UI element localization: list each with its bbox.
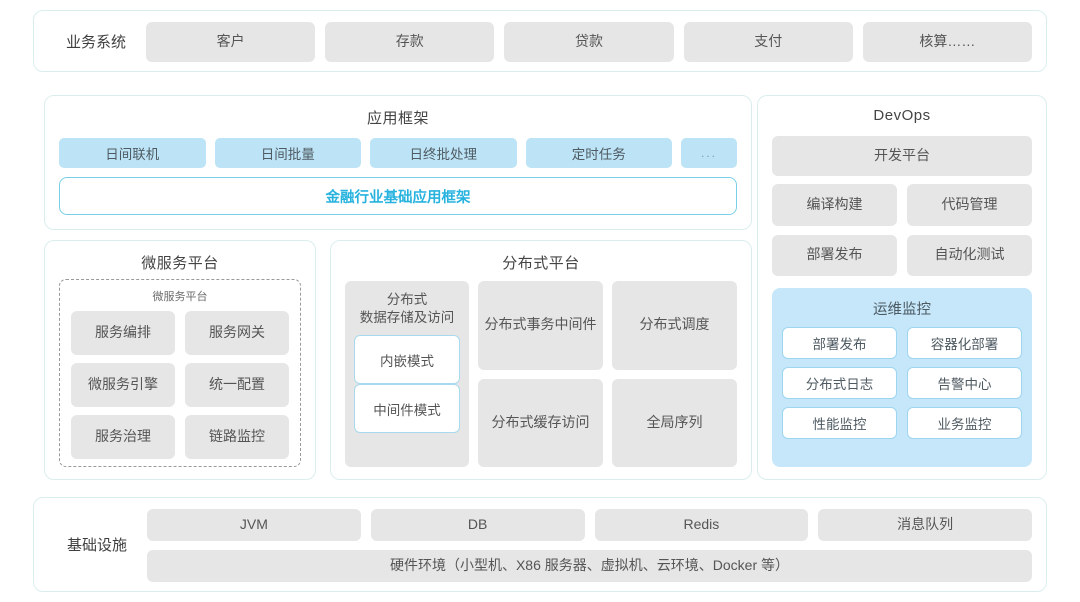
application-framework-tag-list: 日间联机 日间批量 日终批处理 定时任务 ... [59, 138, 737, 168]
infrastructure-chip-list: JVM DB Redis 消息队列 [147, 509, 1032, 541]
business-chip-loan[interactable]: 贷款 [504, 22, 674, 62]
business-systems-card: 业务系统 客户 存款 贷款 支付 核算…… [33, 10, 1047, 72]
infra-chip-jvm[interactable]: JVM [147, 509, 361, 541]
infrastructure-content: JVM DB Redis 消息队列 硬件环境（小型机、X86 服务器、虚拟机、云… [147, 509, 1032, 582]
ops-item-distributed-log[interactable]: 分布式日志 [782, 367, 897, 399]
devops-item-deploy-release[interactable]: 部署发布 [772, 234, 897, 276]
distributed-platform-body: 分布式 数据存储及访问 内嵌模式 中间件模式 分布式 事务中间件 分布式调度 分… [345, 281, 737, 467]
application-framework-title: 应用框架 [366, 110, 429, 127]
dp-cell-transaction-middleware[interactable]: 分布式 事务中间件 [478, 281, 603, 370]
ms-item-orchestration[interactable]: 服务编排 [71, 311, 175, 355]
business-chip-accounting[interactable]: 核算…… [862, 22, 1033, 62]
dp-cell-scheduling[interactable]: 分布式调度 [612, 281, 737, 370]
business-chip-deposit[interactable]: 存款 [325, 22, 495, 62]
app-tag-daytime-batch[interactable]: 日间批量 [214, 138, 361, 168]
distributed-platform-card: 分布式平台 分布式 数据存储及访问 内嵌模式 中间件模式 分布式 事务中间件 分… [330, 240, 752, 480]
microservice-platform-title: 微服务平台 [141, 255, 219, 272]
distributed-mode-middleware[interactable]: 中间件模式 [354, 384, 460, 434]
ms-item-engine[interactable]: 微服务引擎 [71, 363, 175, 407]
distributed-mode-embedded[interactable]: 内嵌模式 [354, 335, 460, 385]
infra-chip-redis[interactable]: Redis [594, 509, 809, 541]
devops-title: DevOps [873, 107, 931, 124]
infra-chip-message-queue[interactable]: 消息队列 [818, 509, 1032, 541]
distributed-platform-title: 分布式平台 [502, 255, 580, 272]
app-tag-more[interactable]: ... [681, 138, 737, 168]
ops-item-alert-center[interactable]: 告警中心 [907, 367, 1022, 399]
dp-cell-cache-access[interactable]: 分布式 缓存访问 [478, 378, 603, 467]
ops-monitoring-title: 运维监控 [873, 302, 931, 318]
infrastructure-hardware-bar[interactable]: 硬件环境（小型机、X86 服务器、虚拟机、云环境、Docker 等） [147, 550, 1032, 582]
ops-item-container-deploy[interactable]: 容器化部署 [907, 327, 1022, 359]
business-systems-label: 业务系统 [65, 33, 126, 51]
dp-cell-0-line2: 事务中间件 [526, 316, 597, 333]
microservice-platform-card: 微服务平台 微服务平台 服务编排 服务网关 微服务引擎 统一配置 服务治理 链路… [44, 240, 316, 480]
devops-item-build[interactable]: 编译构建 [772, 184, 897, 226]
microservice-inner-subtitle: 微服务平台 [152, 291, 208, 303]
infra-chip-db[interactable]: DB [370, 509, 585, 541]
microservice-inner-dashed-box: 微服务平台 服务编排 服务网关 微服务引擎 统一配置 服务治理 链路监控 [59, 279, 301, 467]
distributed-storage-label-line2: 数据存储及访问 [359, 309, 455, 325]
business-chip-customer[interactable]: 客户 [146, 22, 316, 62]
business-systems-chip-list: 客户 存款 贷款 支付 核算…… [146, 22, 1033, 62]
distributed-storage-label: 分布式 数据存储及访问 [354, 291, 460, 326]
devops-item-grid: 编译构建 代码管理 部署发布 自动化测试 [772, 184, 1032, 276]
app-tag-daytime-online[interactable]: 日间联机 [59, 138, 206, 168]
devops-card: DevOps 开发平台 编译构建 代码管理 部署发布 自动化测试 运维监控 部署… [757, 95, 1047, 480]
dp-cell-0-line1: 分布式 [484, 316, 527, 333]
ops-monitoring-grid: 部署发布 容器化部署 分布式日志 告警中心 性能监控 业务监控 [782, 327, 1022, 439]
app-tag-eod-batch[interactable]: 日终批处理 [370, 138, 517, 168]
ms-item-gateway[interactable]: 服务网关 [185, 311, 289, 355]
ops-item-deploy-release[interactable]: 部署发布 [782, 327, 897, 359]
application-framework-card: 应用框架 日间联机 日间批量 日终批处理 定时任务 ... 金融行业基础应用框架 [44, 95, 752, 230]
devops-item-auto-test[interactable]: 自动化测试 [907, 234, 1032, 276]
ms-item-unified-config[interactable]: 统一配置 [185, 363, 289, 407]
devops-item-code-management[interactable]: 代码管理 [907, 184, 1032, 226]
distributed-cell-grid: 分布式 事务中间件 分布式调度 分布式 缓存访问 全局序列 [478, 281, 737, 467]
finance-base-framework-band: 金融行业基础应用框架 [59, 177, 737, 215]
ops-item-business-monitor[interactable]: 业务监控 [907, 407, 1022, 439]
dp-cell-2-line2: 缓存访问 [533, 413, 590, 430]
distributed-storage-block: 分布式 数据存储及访问 内嵌模式 中间件模式 [345, 281, 469, 467]
business-chip-payment[interactable]: 支付 [683, 22, 853, 62]
dp-cell-global-sequence[interactable]: 全局序列 [612, 378, 737, 467]
distributed-storage-label-line1: 分布式 [386, 292, 428, 307]
ms-item-trace-monitor[interactable]: 链路监控 [185, 415, 289, 459]
app-tag-scheduled-task[interactable]: 定时任务 [525, 138, 672, 168]
infrastructure-label: 基础设施 [66, 537, 127, 554]
ops-monitoring-panel: 运维监控 部署发布 容器化部署 分布式日志 告警中心 性能监控 业务监控 [772, 288, 1032, 467]
infrastructure-card: 基础设施 JVM DB Redis 消息队列 硬件环境（小型机、X86 服务器、… [33, 497, 1047, 592]
ms-item-governance[interactable]: 服务治理 [71, 415, 175, 459]
microservice-item-grid: 服务编排 服务网关 微服务引擎 统一配置 服务治理 链路监控 [71, 311, 289, 459]
devops-dev-platform[interactable]: 开发平台 [772, 136, 1032, 176]
ops-item-performance-monitor[interactable]: 性能监控 [782, 407, 897, 439]
dp-cell-2-line1: 分布式 [491, 413, 534, 430]
